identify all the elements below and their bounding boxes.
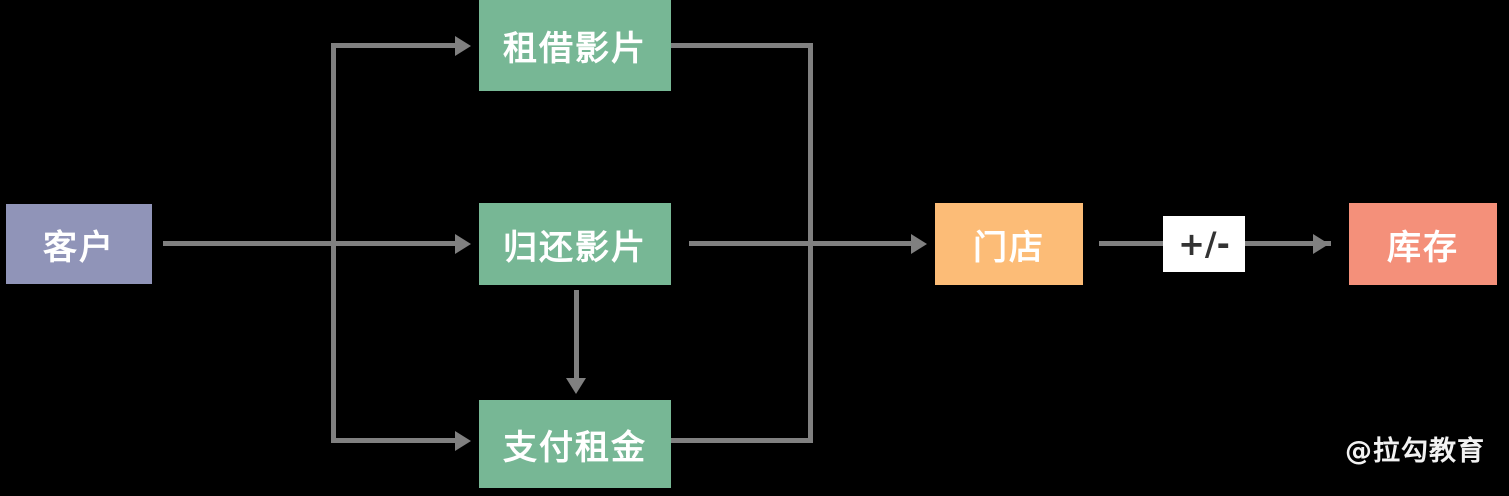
edge-label-plus-minus-text: +/- [1178,225,1230,263]
node-customer[interactable]: 客户 [6,204,152,284]
edge-customer-to-pay-line [331,438,459,443]
edge-customer-to-return-line [163,241,459,246]
edge-to-store-arrowhead [911,234,927,254]
node-return-movie[interactable]: 归还影片 [479,203,671,285]
node-pay-rent-label: 支付租金 [503,427,647,468]
node-rent-movie-label: 租借影片 [503,29,647,69]
edge-label-plus-minus: +/- [1163,216,1245,272]
edge-return-to-store-line [689,241,913,246]
edge-pay-to-store-line [671,438,813,443]
edge-return-to-pay-line [574,290,579,380]
node-store[interactable]: 门店 [935,203,1083,285]
node-stock-label: 库存 [1387,227,1459,268]
node-stock[interactable]: 库存 [1349,203,1497,285]
watermark: @拉勾教育 [1345,436,1485,467]
edge-customer-to-rent-arrowhead [455,36,471,56]
edge-distribution-bus-vertical [331,45,336,443]
edge-customer-to-return-arrowhead [455,234,471,254]
edge-customer-to-pay-arrowhead [455,431,471,451]
edge-rent-to-store-line [671,43,813,48]
node-return-movie-label: 归还影片 [503,227,647,268]
node-rent-movie[interactable]: 租借影片 [479,0,671,91]
node-store-label: 门店 [973,227,1045,268]
node-customer-label: 客户 [43,227,115,268]
edge-customer-to-rent-line [331,43,459,48]
edge-store-to-stock-arrowhead [1313,234,1329,254]
node-pay-rent[interactable]: 支付租金 [479,400,671,488]
edge-return-to-pay-arrowhead [566,378,586,394]
